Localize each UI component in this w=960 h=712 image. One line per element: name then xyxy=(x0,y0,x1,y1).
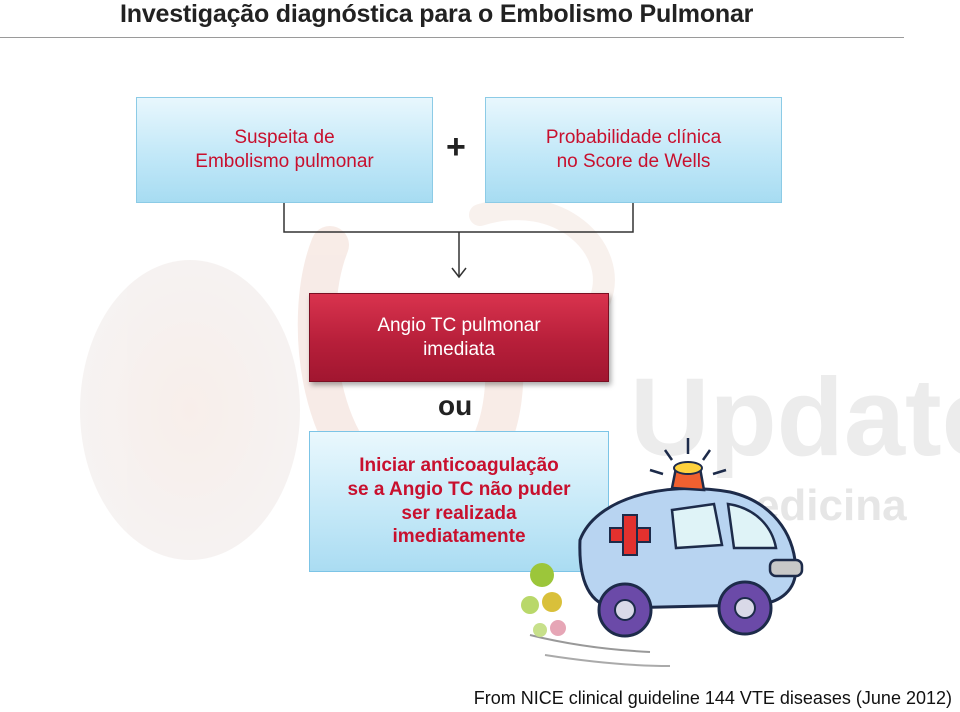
ambulance-icon xyxy=(521,438,804,667)
box-anticoagulacao: Iniciar anticoagulação se a Angio TC não… xyxy=(309,431,609,572)
box-angio-line2: imediata xyxy=(423,338,495,360)
plus-sign: + xyxy=(446,128,466,166)
box-anticoag-line2: se a Angio TC não puder xyxy=(347,478,571,500)
or-label: ou xyxy=(438,390,473,421)
box-suspeita-line2: Embolismo pulmonar xyxy=(195,151,374,172)
box-probabilidade: Probabilidade clínica no Score de Wells xyxy=(485,97,782,203)
box-anticoag-line1: Iniciar anticoagulação xyxy=(359,455,559,476)
box-anticoag-line3: ser realizada xyxy=(401,502,517,524)
box-suspeita-line1: Suspeita de xyxy=(234,127,335,149)
source-citation: From NICE clinical guideline 144 VTE dis… xyxy=(473,688,952,708)
box-angio-line1: Angio TC pulmonar xyxy=(377,314,541,336)
box-angio-tc: Angio TC pulmonar imediata xyxy=(309,293,609,382)
title-divider xyxy=(0,37,904,38)
page-title: Investigação diagnóstica para o Embolism… xyxy=(120,0,754,28)
box-probabilidade-line1: Probabilidade clínica xyxy=(545,127,722,149)
box-probabilidade-line2: no Score de Wells xyxy=(556,151,711,172)
box-suspeita: Suspeita de Embolismo pulmonar xyxy=(136,97,433,203)
box-anticoag-line4: imediatamente xyxy=(392,526,526,548)
